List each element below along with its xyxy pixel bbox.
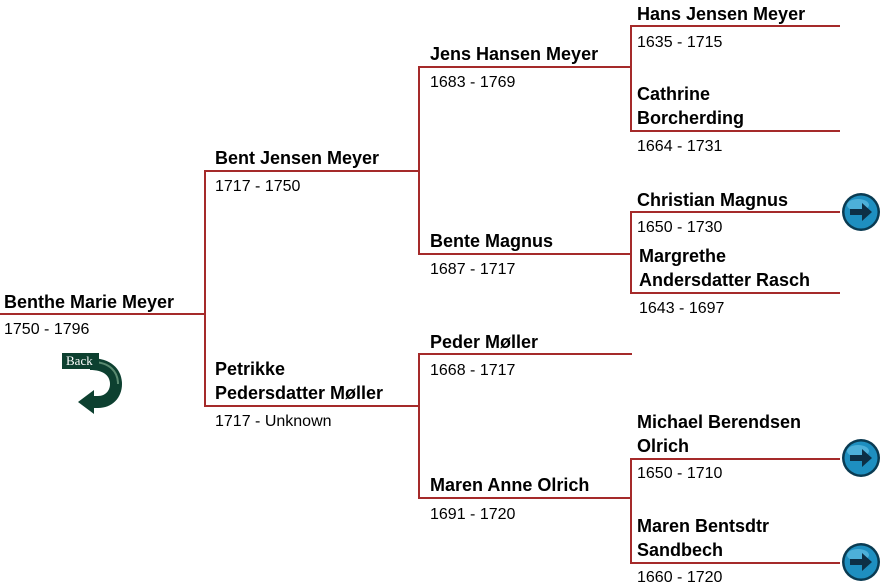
connector-fm xyxy=(630,211,632,293)
person-dates: 1668 - 1717 xyxy=(430,362,516,379)
right-arrow-icon[interactable] xyxy=(841,438,881,478)
person-dates: 1750 - 1796 xyxy=(4,321,90,338)
person-name[interactable]: Margrethe Andersdatter Rasch xyxy=(639,246,811,290)
person-dates: 1660 - 1720 xyxy=(637,569,723,586)
back-label: Back xyxy=(62,353,99,369)
person-dates: 1650 - 1730 xyxy=(637,219,723,236)
person-name[interactable]: Petrikke Pedersdatter Møller xyxy=(215,359,384,403)
right-arrow-icon[interactable] xyxy=(841,192,881,232)
person-name[interactable]: Christian Magnus xyxy=(637,190,789,210)
connector-ff xyxy=(630,25,632,131)
right-arrow-icon[interactable] xyxy=(841,542,881,582)
person-name[interactable]: Peder Møller xyxy=(430,332,539,352)
person-dates: 1635 - 1715 xyxy=(637,34,723,51)
person-dates: 1717 - Unknown xyxy=(215,413,332,430)
connector-root xyxy=(204,170,206,406)
person-dates: 1664 - 1731 xyxy=(637,138,723,155)
person-name: Benthe Marie Meyer xyxy=(4,292,175,312)
person-name[interactable]: Maren Bentsdtr Sandbech xyxy=(637,516,770,560)
person-name[interactable]: Maren Anne Olrich xyxy=(430,475,590,495)
person-line xyxy=(204,170,420,172)
person-name[interactable]: Jens Hansen Meyer xyxy=(430,44,599,64)
connector-father xyxy=(418,67,420,254)
person-name[interactable]: Bent Jensen Meyer xyxy=(215,148,380,168)
person-line xyxy=(630,458,840,460)
person-line xyxy=(418,66,632,68)
person-line xyxy=(630,25,840,27)
person-line xyxy=(204,405,420,407)
person-line xyxy=(630,562,840,564)
person-line xyxy=(0,313,206,315)
person-line xyxy=(630,211,840,213)
back-button[interactable]: Back xyxy=(60,352,128,414)
connector-mm xyxy=(630,458,632,562)
person-dates: 1687 - 1717 xyxy=(430,261,516,278)
person-line xyxy=(418,497,632,499)
person-name[interactable]: Michael Berendsen Olrich xyxy=(637,412,802,456)
person-dates: 1650 - 1710 xyxy=(637,465,723,482)
person-name[interactable]: Hans Jensen Meyer xyxy=(637,4,806,24)
person-name[interactable]: Bente Magnus xyxy=(430,231,554,251)
person-name[interactable]: Cathrine Borcherding xyxy=(637,84,745,128)
connector-mother xyxy=(418,353,420,498)
person-dates: 1683 - 1769 xyxy=(430,74,516,91)
person-dates: 1643 - 1697 xyxy=(639,300,725,317)
person-line xyxy=(630,130,840,132)
person-line xyxy=(630,292,840,294)
person-line xyxy=(418,353,632,355)
person-line xyxy=(418,253,632,255)
person-dates: 1691 - 1720 xyxy=(430,506,516,523)
person-dates: 1717 - 1750 xyxy=(215,178,301,195)
